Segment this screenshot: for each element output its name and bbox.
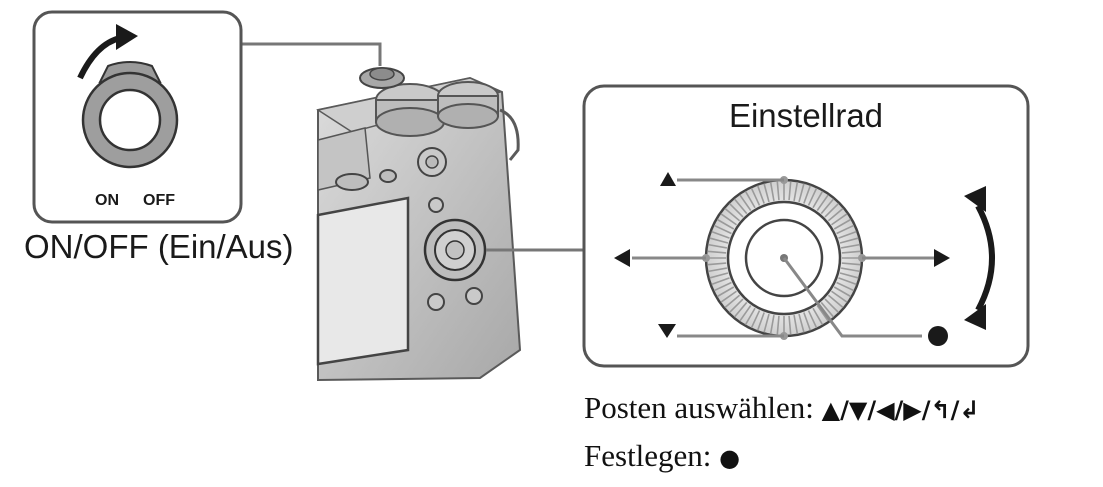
camera-lcd-screen bbox=[316, 196, 410, 366]
rotate-cw-icon: ↰ bbox=[930, 396, 951, 424]
wheel-knurl-tick bbox=[816, 194, 829, 211]
wheel-knurl-tick bbox=[716, 218, 735, 230]
wheel-knurl-tick bbox=[812, 190, 824, 209]
select-label: Posten auswählen: bbox=[584, 390, 822, 425]
rotate-ccw-icon: ↲ bbox=[959, 396, 980, 424]
wheel-knurl-tick bbox=[713, 224, 732, 235]
wheel-knurl-tick bbox=[812, 307, 824, 326]
power-switch-callout: ON OFF bbox=[32, 10, 243, 224]
wheel-knurl-tick bbox=[807, 187, 818, 206]
control-wheel-title: Einstellrad bbox=[729, 97, 883, 134]
wheel-knurl-tick bbox=[769, 182, 775, 202]
wheel-knurl-tick bbox=[788, 315, 792, 335]
wheel-knurl-tick bbox=[836, 224, 855, 235]
switch-on-label: ON bbox=[95, 192, 119, 209]
wheel-knurl-tick bbox=[836, 281, 855, 292]
confirm-dot-icon: ● bbox=[719, 444, 741, 472]
center-dot-icon bbox=[928, 326, 948, 346]
right-arrow-icon bbox=[934, 249, 950, 267]
wheel-knurl-tick bbox=[707, 262, 727, 266]
wheel-knurl-tick bbox=[820, 301, 835, 318]
wheel-knurl-tick bbox=[728, 202, 744, 218]
wheel-knurl-tick bbox=[720, 213, 737, 226]
wheel-knurl-tick bbox=[707, 250, 727, 254]
wheel-knurl-tick bbox=[744, 190, 756, 209]
wheel-knurl-tick bbox=[750, 187, 761, 206]
wheel-knurl-tick bbox=[820, 198, 835, 215]
wheel-knurl-tick bbox=[803, 312, 812, 331]
wheel-knurl-tick bbox=[798, 183, 805, 203]
wheel-knurl-tick bbox=[841, 250, 861, 254]
wheel-knurl-tick bbox=[720, 290, 737, 303]
select-items-line: Posten auswählen: ▲/▼/◀/▶/↰/↲ bbox=[584, 390, 980, 426]
wheel-knurl-tick bbox=[763, 313, 770, 333]
direction-symbols: ▲/▼/◀/▶/ bbox=[821, 396, 931, 424]
wheel-knurl-tick bbox=[756, 185, 765, 204]
wheel-knurl-tick bbox=[733, 301, 748, 318]
wheel-knurl-tick bbox=[824, 202, 840, 218]
wheel-knurl-tick bbox=[833, 286, 852, 298]
wheel-knurl-tick bbox=[733, 198, 748, 215]
wheel-knurl-tick bbox=[833, 218, 852, 230]
wheel-knurl-tick bbox=[793, 314, 799, 334]
switch-off-label: OFF bbox=[143, 192, 175, 209]
wheel-knurl-tick bbox=[824, 298, 840, 314]
wheel-knurl-tick bbox=[711, 230, 730, 239]
wheel-knurl-tick bbox=[756, 312, 765, 331]
confirm-label: Festlegen: bbox=[584, 438, 720, 473]
rotate-wheel-icon bbox=[975, 204, 995, 312]
wheel-knurl-tick bbox=[728, 298, 744, 314]
wheel-knurl-tick bbox=[739, 305, 752, 322]
wheel-knurl-tick bbox=[831, 290, 848, 303]
wheel-knurl-tick bbox=[776, 315, 780, 335]
wheel-knurl-tick bbox=[708, 267, 728, 273]
left-arrow-icon bbox=[614, 249, 630, 267]
wheel-knurl-tick bbox=[744, 307, 756, 326]
wheel-knurl-tick bbox=[816, 305, 829, 322]
wheel-knurl-tick bbox=[713, 281, 732, 292]
power-caption: ON/OFF (Ein/Aus) bbox=[24, 228, 294, 265]
wheel-knurl-tick bbox=[708, 243, 728, 249]
confirm-line: Festlegen: ● bbox=[584, 438, 740, 474]
wheel-knurl-tick bbox=[709, 272, 729, 279]
wheel-knurl-tick bbox=[838, 230, 857, 239]
wheel-knurl-tick bbox=[750, 310, 761, 329]
down-arrow-icon bbox=[658, 324, 676, 338]
wheel-knurl-tick bbox=[776, 181, 780, 201]
wheel-knurl-tick bbox=[827, 207, 844, 222]
symbol-separator: / bbox=[950, 396, 960, 424]
wheel-knurl-tick bbox=[711, 277, 730, 286]
wheel-knurl-tick bbox=[716, 286, 735, 298]
wheel-knurl-tick bbox=[709, 237, 729, 244]
wheel-knurl-tick bbox=[788, 181, 792, 201]
wheel-knurl-tick bbox=[724, 294, 741, 309]
wheel-knurl-tick bbox=[793, 182, 799, 202]
wheel-knurl-tick bbox=[831, 213, 848, 226]
wheel-knurl-tick bbox=[839, 272, 859, 279]
wheel-knurl-tick bbox=[840, 243, 860, 249]
control-wheel-callout: Einstellrad bbox=[582, 84, 1030, 368]
wheel-knurl-tick bbox=[839, 237, 859, 244]
wheel-knurl-tick bbox=[827, 294, 844, 309]
wheel-knurl-tick bbox=[803, 185, 812, 204]
wheel-knurl-tick bbox=[763, 183, 770, 203]
wheel-knurl-tick bbox=[841, 262, 861, 266]
camera-illustration bbox=[316, 67, 522, 382]
wheel-knurl-tick bbox=[798, 313, 805, 333]
wheel-knurl-tick bbox=[807, 310, 818, 329]
wheel-knurl-tick bbox=[739, 194, 752, 211]
wheel-knurl-tick bbox=[840, 267, 860, 273]
wheel-knurl-tick bbox=[769, 314, 775, 334]
wheel-knurl-tick bbox=[724, 207, 741, 222]
power-leader-line bbox=[242, 42, 382, 66]
wheel-knurl-tick bbox=[838, 277, 857, 286]
up-arrow-icon bbox=[660, 172, 676, 186]
